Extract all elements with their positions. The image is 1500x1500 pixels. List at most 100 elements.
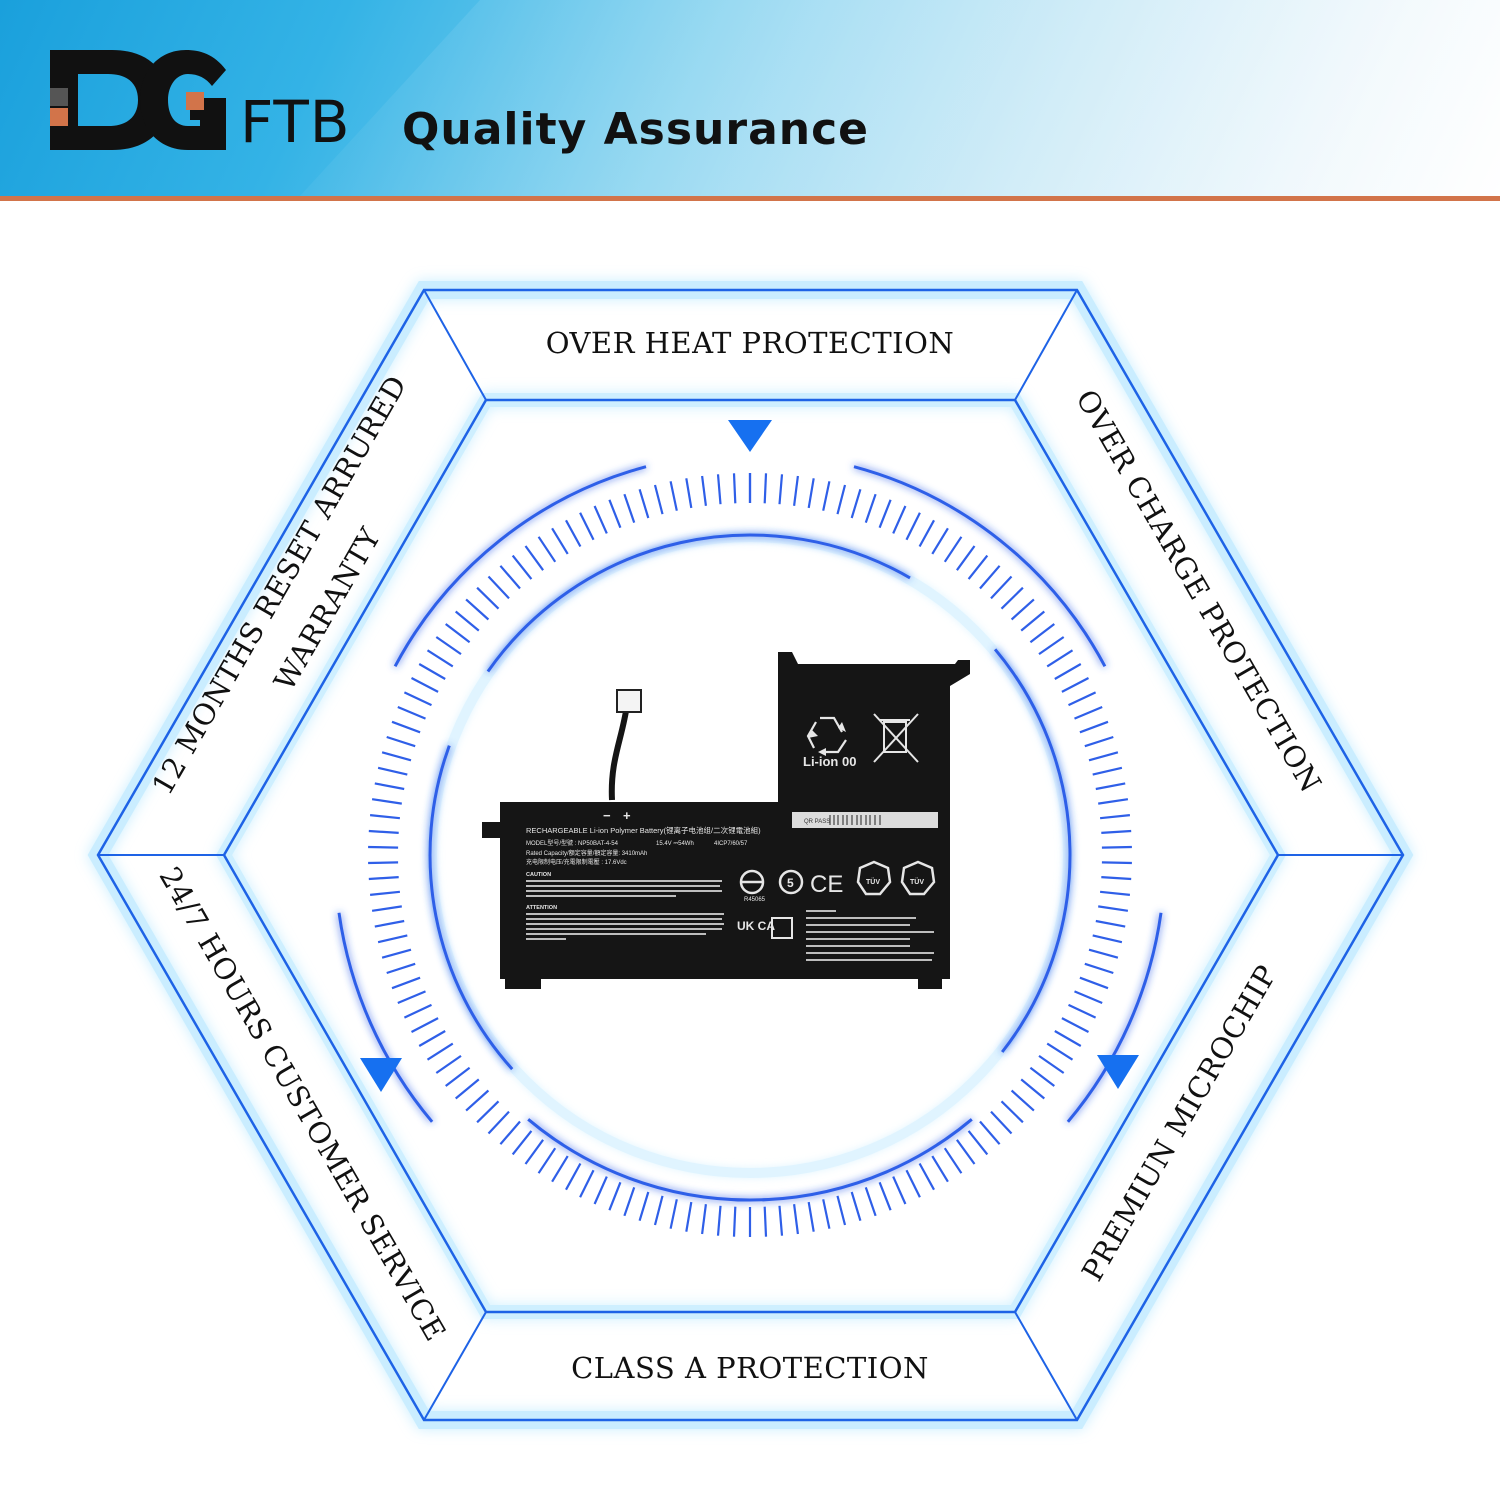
ring-tick bbox=[967, 1130, 989, 1156]
battery-image: QR PASS Li-ion 00 − + RECHARGEABLE Li-io… bbox=[482, 652, 970, 989]
battery-qr-tag: QR PASS bbox=[804, 819, 830, 825]
ring-tick bbox=[836, 484, 847, 515]
battery-charge-line: 充电限制电压/充電限制電壓 : 17.6Vdc bbox=[526, 858, 627, 866]
ring-tick bbox=[386, 735, 416, 748]
ring-tick bbox=[979, 565, 1001, 590]
ring-tick bbox=[511, 1130, 533, 1156]
ring-tick bbox=[524, 545, 544, 571]
ring-tick bbox=[1099, 814, 1131, 820]
ring-tick bbox=[381, 751, 412, 762]
feature-class-a: CLASS A PROTECTION bbox=[571, 1351, 929, 1385]
ring-tick bbox=[1074, 705, 1103, 720]
ring-tick bbox=[368, 845, 399, 849]
ce-mark: CE bbox=[810, 871, 843, 898]
brand-ftb: FTB bbox=[240, 88, 351, 156]
ring-tick bbox=[465, 1089, 490, 1112]
ring-tick bbox=[1020, 1078, 1046, 1100]
rcm-icon bbox=[739, 869, 765, 895]
battery-attention-lines bbox=[526, 913, 724, 940]
arrow-down-top bbox=[728, 420, 772, 452]
header-banner bbox=[0, 0, 1500, 196]
ring-tick bbox=[608, 499, 622, 529]
ring-tick bbox=[397, 705, 426, 720]
ring-tick bbox=[1010, 598, 1035, 621]
ring-tick bbox=[778, 1205, 784, 1236]
ring-tick bbox=[1000, 1100, 1024, 1124]
battery-model-line: MODEL型号/型號 : NP50BAT-4-54 bbox=[526, 839, 619, 847]
cert-marks: R45065 5 CE TÜV TÜV UK CA bbox=[737, 860, 936, 939]
ring-tick bbox=[931, 1155, 949, 1183]
header-sheen bbox=[300, 0, 1500, 196]
ring-tick bbox=[1061, 677, 1090, 693]
logo-grey-square bbox=[50, 88, 68, 106]
ring-tick bbox=[864, 493, 877, 523]
ring-tick bbox=[391, 976, 421, 990]
arc-left-outer bbox=[337, 912, 434, 1123]
ring-tick bbox=[445, 1066, 471, 1087]
ring-tick bbox=[1046, 649, 1074, 668]
page-title: Quality Assurance bbox=[402, 104, 870, 155]
arc-bottom bbox=[527, 1118, 973, 1202]
ring-tick bbox=[763, 1206, 768, 1237]
ring-tick bbox=[1101, 829, 1132, 834]
ring-tick bbox=[653, 1195, 664, 1226]
ring-tick bbox=[807, 1201, 815, 1232]
ring-tick bbox=[979, 1120, 1001, 1145]
ring-tick bbox=[377, 766, 408, 776]
ring-tick bbox=[1095, 919, 1126, 928]
ring-tick bbox=[1084, 962, 1114, 975]
ring-tick bbox=[1010, 1089, 1035, 1112]
ring-tick bbox=[397, 990, 426, 1005]
ring-tick bbox=[931, 527, 949, 555]
battery-caution-title: CAUTION bbox=[526, 872, 551, 878]
battery-cable bbox=[608, 704, 630, 801]
ring-tick bbox=[368, 861, 399, 865]
ring-tick bbox=[524, 1139, 544, 1165]
ring-tick bbox=[638, 1191, 650, 1222]
ring-tick bbox=[1079, 720, 1109, 734]
battery-voltage: 15.4V ⎓54Wh bbox=[656, 841, 694, 847]
ring-tick bbox=[511, 554, 533, 580]
feature-over-charge: OVER CHARGE PROTECTION bbox=[1069, 384, 1328, 799]
ring-tick bbox=[551, 527, 569, 555]
ring-tick bbox=[418, 1030, 446, 1047]
ring-tick bbox=[476, 586, 500, 610]
ring-tick bbox=[371, 798, 402, 805]
svg-text:5: 5 bbox=[787, 876, 794, 890]
ring-tick bbox=[1101, 845, 1132, 849]
ring-tick bbox=[454, 1078, 480, 1100]
ring-tick bbox=[669, 481, 678, 511]
ring-tick bbox=[716, 1205, 722, 1236]
ring-tick bbox=[410, 1017, 439, 1033]
ring-tick bbox=[426, 1042, 454, 1061]
ring-tick bbox=[1000, 586, 1024, 610]
ring-tick bbox=[579, 512, 595, 541]
polarity-plus: + bbox=[623, 808, 631, 823]
ring-tick bbox=[732, 1206, 737, 1237]
ring-tick bbox=[551, 1155, 569, 1183]
tick-ring bbox=[368, 473, 1132, 1237]
ring-tick bbox=[685, 1201, 693, 1232]
hexagon-connectors bbox=[98, 289, 1403, 1421]
ring-tick bbox=[956, 545, 976, 571]
ring-tick bbox=[1099, 890, 1131, 896]
ring-tick bbox=[1088, 751, 1119, 762]
ring-tick bbox=[410, 677, 439, 693]
ring-tick bbox=[369, 814, 401, 820]
ring-tick bbox=[371, 905, 402, 912]
arc-inner-top bbox=[486, 533, 911, 673]
ring-arcs bbox=[337, 465, 1163, 1202]
ring-tick bbox=[892, 1176, 907, 1205]
ring-tick bbox=[1038, 1054, 1065, 1074]
polarity-minus: − bbox=[603, 808, 611, 823]
ring-tick bbox=[822, 481, 831, 511]
ring-tick bbox=[1054, 1030, 1082, 1047]
logo-orange-square bbox=[50, 108, 68, 126]
ring-tick bbox=[793, 1204, 799, 1235]
ring-glow bbox=[427, 532, 1073, 1178]
battery-capacity-line: Rated Capacity/额定容量/額定容量: 3410mAh bbox=[526, 849, 647, 857]
ring-tick bbox=[943, 1147, 963, 1174]
tuv-mark-1: TÜV bbox=[866, 877, 880, 886]
crossed-bin-icon bbox=[873, 713, 919, 763]
ring-tick bbox=[565, 1162, 582, 1191]
